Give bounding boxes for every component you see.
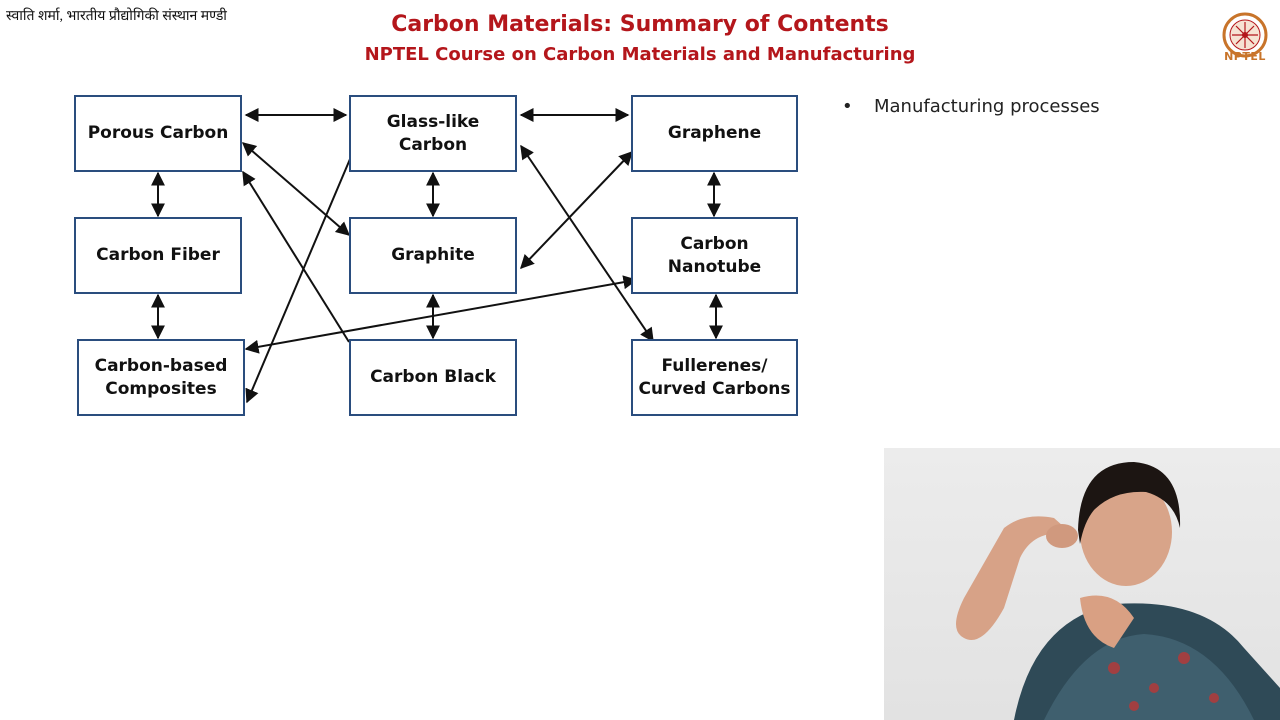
presenter-credit: स्वाति शर्मा, भारतीय प्रौद्योगिकी संस्था… [6, 9, 227, 24]
node-carbon-nanotube: Carbon Nanotube [631, 217, 798, 294]
node-carbon-fiber: Carbon Fiber [74, 217, 242, 294]
node-carbon-composites: Carbon-based Composites [77, 339, 245, 416]
arrow-nanotube-composites [244, 275, 638, 354]
node-carbon-black: Carbon Black [349, 339, 517, 416]
nptel-logo-icon [1222, 12, 1268, 58]
node-graphene: Graphene [631, 95, 798, 172]
presenter-video [884, 448, 1280, 720]
node-porous-carbon: Porous Carbon [74, 95, 242, 172]
node-graphite: Graphite [349, 217, 517, 294]
arrow-glass-composites [245, 151, 354, 404]
presenter-figure [956, 462, 1280, 720]
slide-title: Carbon Materials: Summary of Contents [391, 12, 889, 37]
arrow-porous-graphite [241, 142, 351, 236]
bullet-item: Manufacturing processes [842, 96, 1100, 117]
node-fullerenes: Fullerenes/ Curved Carbons [631, 339, 798, 416]
bullet-list: Manufacturing processes [842, 96, 1100, 117]
logo-text: NPTEL [1224, 50, 1266, 63]
node-glass-like-carbon: Glass-like Carbon [349, 95, 517, 172]
slide-subtitle: NPTEL Course on Carbon Materials and Man… [364, 44, 916, 65]
